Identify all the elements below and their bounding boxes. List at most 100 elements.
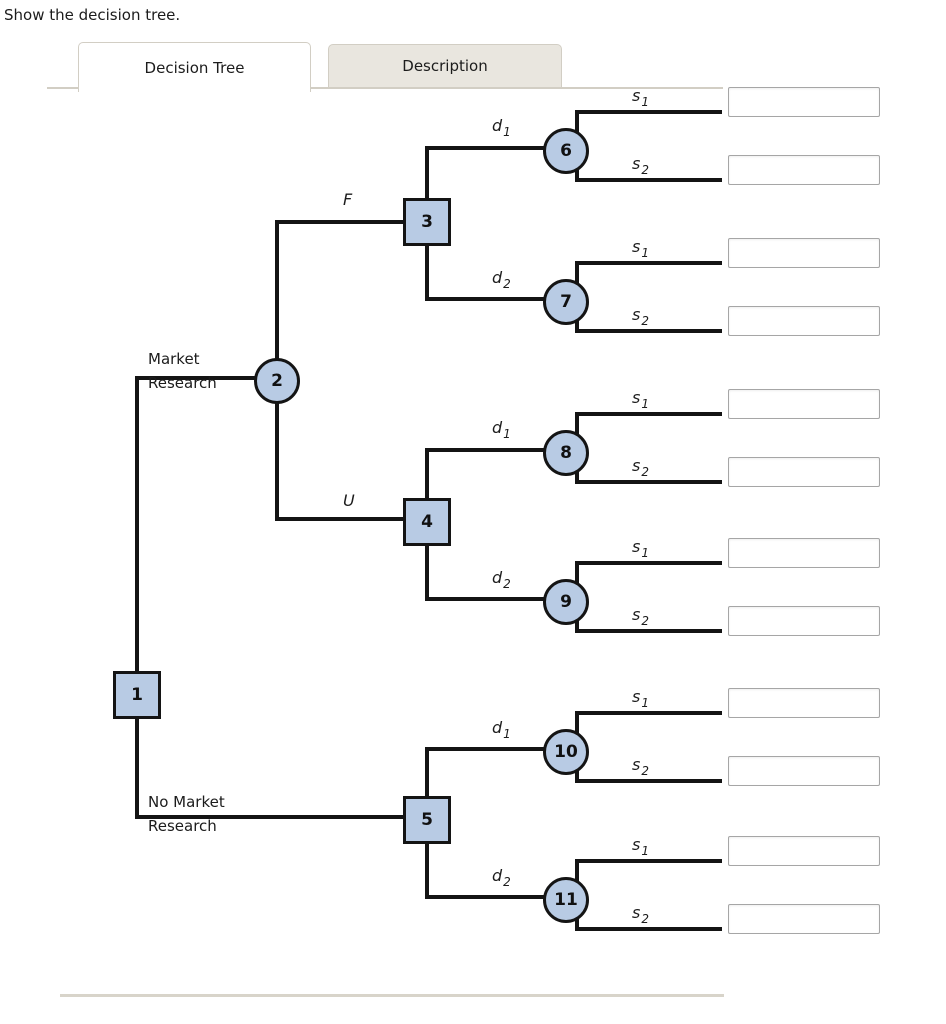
answer-s2-node11[interactable] [728,904,880,934]
tree-edge [275,220,429,224]
answer-s1-node10[interactable] [728,688,880,718]
bottom-separator [60,994,724,997]
node-5: 5 [403,796,451,844]
symbol-base: d [492,268,503,287]
tree-edge [425,297,566,301]
symbol-subscript: 2 [503,875,511,889]
answer-s2-node10[interactable] [728,756,880,786]
node-6: 6 [543,128,589,174]
symbol-base: s [632,605,641,624]
tree-edge [577,261,722,265]
branch-label-d2-node4: d2 [492,568,511,591]
node-5-label: 5 [421,810,433,830]
node-1-label: 1 [131,685,143,705]
node-11-label: 11 [554,890,578,910]
symbol-subscript: 2 [641,614,649,628]
branch-label-s1-node11: s1 [632,835,649,858]
symbol-subscript: 1 [641,696,649,710]
node-7-label: 7 [560,292,572,312]
tree-edge [577,927,722,931]
symbol-subscript: 2 [503,577,511,591]
symbol-base: d [492,116,503,135]
symbol-subscript: 1 [641,397,649,411]
tab-description[interactable]: Description [328,44,562,88]
branch-label-d1-node3: d1 [492,116,511,139]
symbol-subscript: 1 [641,95,649,109]
node-1: 1 [113,671,161,719]
answer-s2-node9[interactable] [728,606,880,636]
tree-edge [135,815,429,819]
branch-label-d1-node4: d1 [492,418,511,441]
symbol-base: s [632,305,641,324]
answer-s1-node7[interactable] [728,238,880,268]
answer-s2-node8[interactable] [728,457,880,487]
node-9: 9 [543,579,589,625]
answer-s2-node7[interactable] [728,306,880,336]
node-10: 10 [543,729,589,775]
tree-edge [577,561,722,565]
tab-decision-tree[interactable]: Decision Tree [78,42,311,92]
symbol-subscript: 2 [503,277,511,291]
symbol-subscript: 2 [641,465,649,479]
answer-s2-node6[interactable] [728,155,880,185]
symbol-base: U [343,491,355,510]
symbol-subscript: 2 [641,314,649,328]
symbol-subscript: 2 [641,764,649,778]
node-10-label: 10 [554,742,578,762]
symbol-subscript: 1 [641,546,649,560]
symbol-base: s [632,86,641,105]
branch-label-d1-node5: d1 [492,718,511,741]
tree-edge [425,597,566,601]
symbol-base: s [632,835,641,854]
branch-label-F: F [343,190,352,209]
symbol-base: d [492,718,503,737]
symbol-base: s [632,903,641,922]
tree-edge [425,146,566,150]
answer-s1-node9[interactable] [728,538,880,568]
branch-label-d2-node3: d2 [492,268,511,291]
tree-edge [577,859,722,863]
branch-label-s2-node9: s2 [632,605,649,628]
symbol-base: F [343,190,353,209]
symbol-base: d [492,866,503,885]
node-4-label: 4 [421,512,433,532]
symbol-subscript: 2 [641,163,649,177]
symbol-base: d [492,418,503,437]
node-3: 3 [403,198,451,246]
branch-label-s2-node6: s2 [632,154,649,177]
symbol-base: s [632,154,641,173]
answer-s1-node6[interactable] [728,87,880,117]
symbol-base: s [632,687,641,706]
symbol-subscript: 1 [503,727,511,741]
tree-edge [577,480,722,484]
tree-edge [275,517,429,521]
branch-label-s2-node7: s2 [632,305,649,328]
node-7: 7 [543,279,589,325]
symbol-subscript: 1 [503,125,511,139]
tree-edge [425,747,566,751]
symbol-base: s [632,755,641,774]
node-3-label: 3 [421,212,433,232]
symbol-base: d [492,568,503,587]
symbol-base: s [632,456,641,475]
node-9-label: 9 [560,592,572,612]
tab-bottom-border [47,87,723,89]
tree-edge [135,376,279,380]
symbol-subscript: 1 [503,427,511,441]
branch-label-s2-node8: s2 [632,456,649,479]
answer-s1-node8[interactable] [728,389,880,419]
tree-edge [577,412,722,416]
answer-s1-node11[interactable] [728,836,880,866]
branch-label-s1-node10: s1 [632,687,649,710]
symbol-base: s [632,237,641,256]
branch-label-no-market-research: No Market Research [148,793,225,835]
tree-edge [577,110,722,114]
branch-label-s2-node11: s2 [632,903,649,926]
branch-label-d2-node5: d2 [492,866,511,889]
node-2: 2 [254,358,300,404]
tree-edge [577,779,722,783]
tree-edge [577,178,722,182]
tree-edge [577,629,722,633]
page-instruction: Show the decision tree. [4,6,181,24]
